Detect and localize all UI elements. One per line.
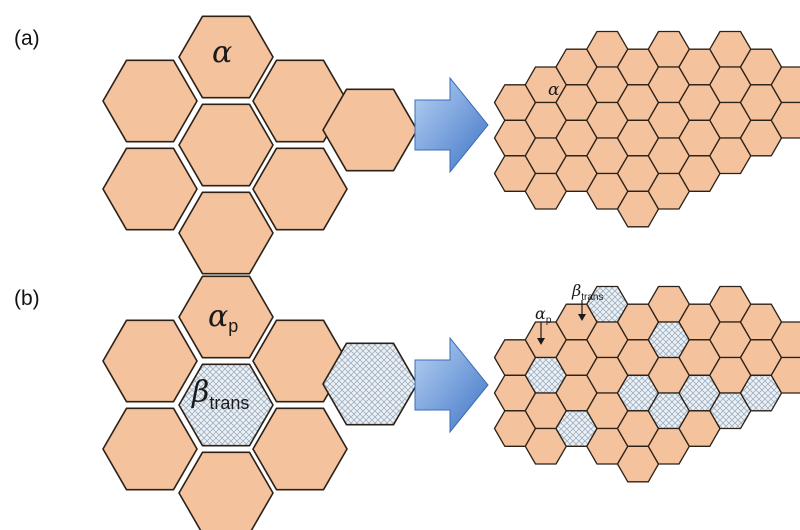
small-beta-trans-label: βtrans [571,281,603,303]
alpha-p-grain-large [102,319,198,403]
large-alpha-p-label: αp [208,299,238,336]
panel-a-refined-grain-cluster [493,30,800,228]
panel-b-large-grain-cluster [102,275,418,530]
small-alpha-label: α [548,80,560,100]
panel-b-label: (b) [14,287,40,310]
alpha-p-grain-large [252,319,348,403]
alpha-p-grain-large [178,451,274,530]
alpha-p-grain-small [770,321,800,359]
transform-arrow-b [414,336,489,434]
alpha-p-grain-small [770,356,800,394]
alpha-p-grain-large [102,407,198,491]
alpha-grain-large [178,15,274,99]
transform-arrow-a [414,76,489,174]
large-beta-trans-label: βtrans [191,375,249,413]
alpha-grain-small [770,101,800,139]
alpha-grain-large [102,59,198,143]
alpha-p-grain-large [178,275,274,359]
panel-a-label: (a) [14,27,40,50]
large-alpha-label: α [212,35,232,70]
alpha-grain-large [102,147,198,231]
alpha-p-grain-large [252,407,348,491]
alpha-grain-large [322,88,418,172]
alpha-grain-large [178,191,274,275]
panel-a-large-grain-cluster [102,15,418,275]
beta-trans-pointer-arrow [578,300,586,321]
alpha-grain-large [178,103,274,187]
beta-trans-grain-large [178,363,274,447]
alpha-grain-large [252,59,348,143]
alpha-grain-small [770,66,800,104]
alpha-grain-large [252,147,348,231]
small-alpha-p-label: αp [535,304,552,326]
panel-b-refined-grain-cluster [493,285,800,483]
alpha-p-pointer-arrow [537,322,545,345]
beta-trans-grain-large [322,342,418,426]
